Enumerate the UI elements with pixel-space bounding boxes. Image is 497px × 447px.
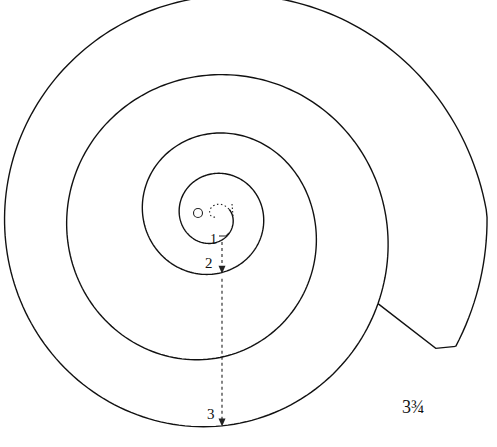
aperture-lip bbox=[378, 304, 456, 349]
whorl-number: 3 bbox=[207, 407, 215, 422]
protoconch bbox=[210, 204, 230, 217]
whorl-number: 1 bbox=[210, 233, 217, 247]
arrowhead bbox=[219, 266, 226, 274]
dotted-mark bbox=[232, 204, 233, 216]
arrowhead bbox=[219, 418, 226, 426]
hook-mark bbox=[219, 233, 229, 236]
measure-line bbox=[221, 279, 222, 421]
whorl-count: 3¾ bbox=[402, 398, 425, 416]
shell-spiral bbox=[5, 0, 487, 427]
nucleus bbox=[194, 209, 203, 218]
whorl-number: 2 bbox=[205, 256, 213, 271]
measure-line bbox=[221, 242, 222, 268]
